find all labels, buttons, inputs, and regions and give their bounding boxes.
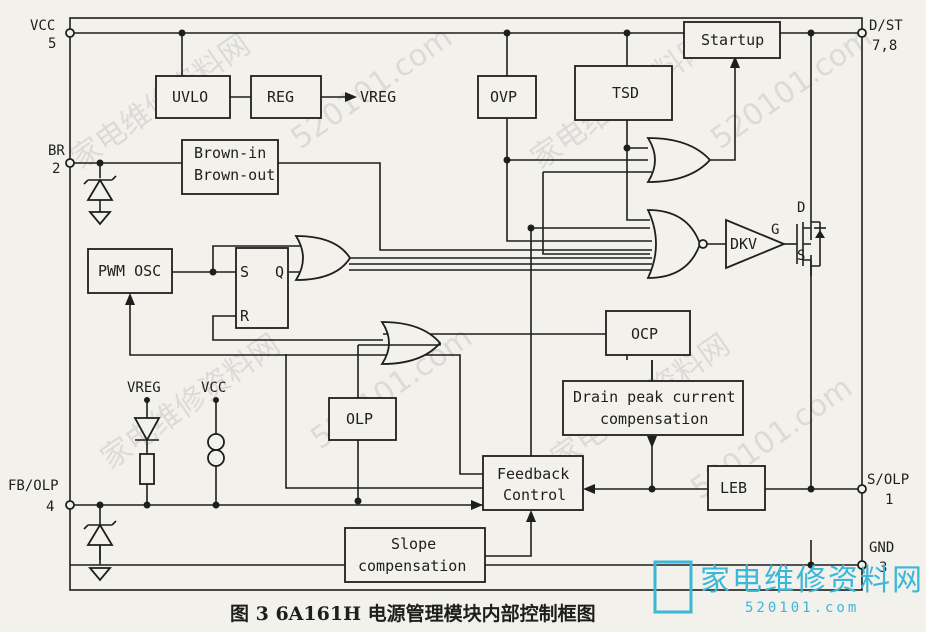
- mosfet-symbol: [796, 212, 826, 276]
- startup-block: [683, 21, 781, 59]
- zener-diode-fb: [83, 520, 117, 582]
- reg-block: [250, 75, 322, 119]
- uvlo-label: UVLO: [172, 88, 208, 106]
- vreg-output-label: VREG: [360, 88, 396, 106]
- pwm-osc-block: [87, 248, 173, 294]
- ff-q-label: Q: [275, 263, 284, 281]
- olp-label: OLP: [346, 410, 373, 428]
- pin-gnd-number: 3: [879, 560, 887, 576]
- reg-label: REG: [267, 88, 294, 106]
- ovp-label: OVP: [490, 88, 517, 106]
- tsd-label: TSD: [612, 84, 639, 102]
- brown-out-label: Brown-out: [194, 166, 275, 184]
- junction-dots: [96, 29, 815, 569]
- pin-solp-number: 1: [885, 492, 893, 508]
- wiring: [70, 32, 862, 566]
- sr-flipflop: [235, 247, 289, 329]
- ff-r-label: R: [240, 307, 250, 325]
- current-source: [207, 397, 225, 467]
- corner-watermark: 家电维修资料网 520101.com: [653, 560, 924, 616]
- feedback-line2: Control: [503, 486, 566, 504]
- tsd-block: [574, 65, 673, 121]
- pin-br-name: BR: [48, 143, 65, 159]
- gate-g-label: G: [771, 222, 779, 238]
- pin-vcc-number: 5: [48, 36, 56, 52]
- pin-dst-name: D/ST: [869, 18, 903, 34]
- vcc-supply-label: VCC: [201, 380, 226, 396]
- pin-gnd-name: GND: [869, 540, 894, 556]
- drain-peak-compensation-block: [562, 380, 744, 436]
- nor-bubble: [698, 239, 708, 249]
- pin-solp-name: S/OLP: [867, 472, 909, 488]
- pin-dst-number: 7,8: [872, 38, 897, 54]
- ocp-block: [605, 310, 691, 356]
- brown-in-label: Brown-in: [194, 144, 266, 162]
- pin-fbolp-number: 4: [46, 499, 54, 515]
- corner-logo-icon: [653, 560, 693, 614]
- slope-compensation-block: [344, 527, 486, 583]
- ovp-block: [477, 75, 537, 119]
- ic-outline: [69, 17, 863, 591]
- slope-line2: compensation: [358, 557, 466, 575]
- brown-in-out-block: [181, 139, 279, 195]
- pin-fbolp-name: FB/OLP: [8, 478, 59, 494]
- drain-peak-line1: Drain peak current: [573, 388, 736, 406]
- ocp-label: OCP: [631, 325, 658, 343]
- startup-label: Startup: [701, 31, 764, 49]
- ff-s-label: S: [240, 263, 249, 281]
- watermark-text: 家电维修资料网: [95, 327, 287, 476]
- olp-block: [328, 397, 397, 441]
- dkv-label: DKV: [730, 235, 757, 253]
- feedback-control-block: [482, 455, 584, 511]
- or-gate-pwm: [294, 235, 352, 281]
- dkv-driver: [725, 218, 787, 270]
- pin-vcc-name: VCC: [30, 18, 55, 34]
- vreg-diode-resistor: [133, 397, 161, 485]
- pwm-osc-label: PWM OSC: [98, 262, 161, 280]
- leb-label: LEB: [720, 479, 747, 497]
- corner-watermark-url: 520101.com: [745, 600, 859, 616]
- leb-block: [707, 465, 766, 511]
- or-gate-startup: [646, 137, 712, 183]
- feedback-line1: Feedback: [497, 465, 569, 483]
- pin-terminals: [65, 28, 867, 570]
- vreg-supply-label: VREG: [127, 380, 161, 396]
- uvlo-block: [155, 75, 231, 119]
- mos-d-label: D: [797, 200, 805, 216]
- figure-caption: 图 3 6A161H 电源管理模块内部控制框图: [230, 602, 596, 625]
- corner-watermark-cn: 家电维修资料网: [700, 563, 924, 598]
- mos-s-label: S: [797, 248, 805, 264]
- zener-diode-br: [83, 175, 117, 226]
- drain-peak-line2: compensation: [600, 410, 708, 428]
- pin-br-number: 2: [52, 161, 60, 177]
- nor-gate-main: [646, 209, 701, 279]
- slope-line1: Slope: [391, 535, 436, 553]
